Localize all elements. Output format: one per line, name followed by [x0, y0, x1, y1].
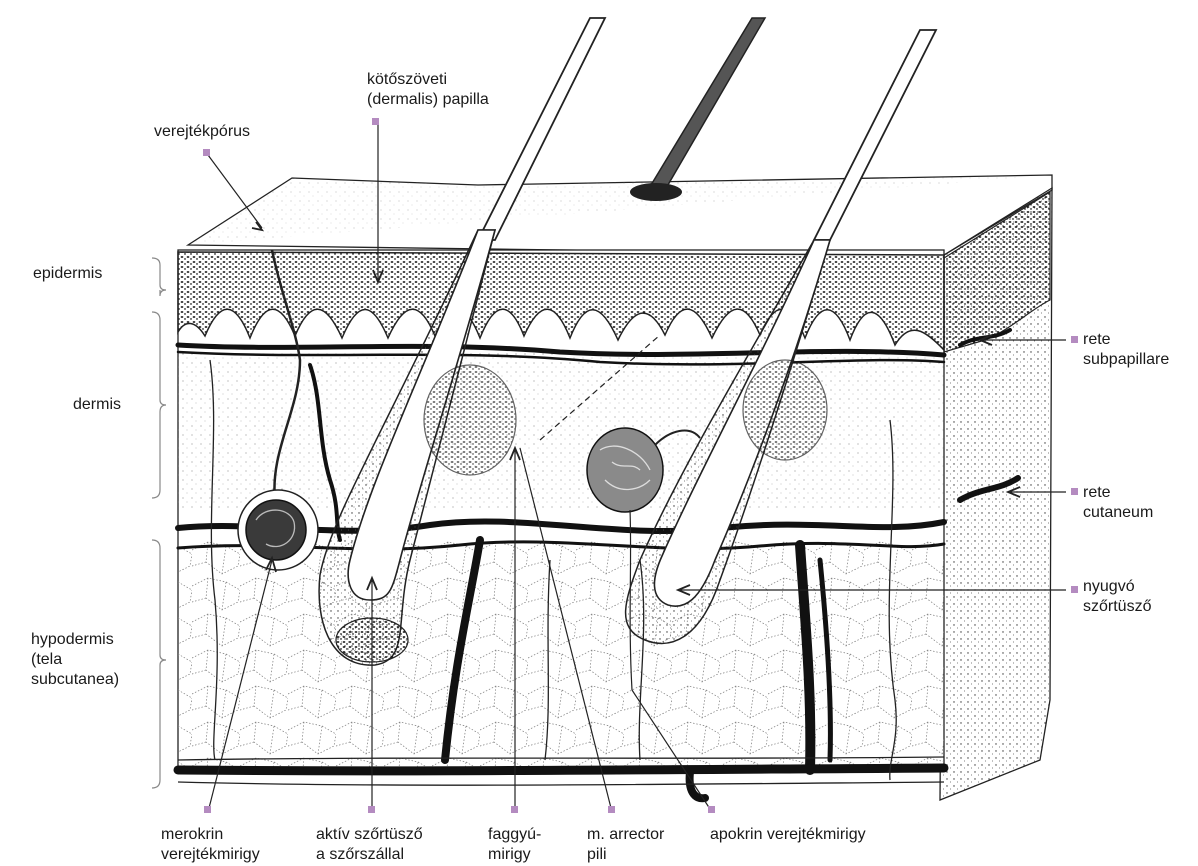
label-dermal-papilla: kötőszöveti (dermalis) papilla — [367, 70, 489, 110]
dermis-layer — [178, 350, 944, 510]
faggyu-marker — [511, 806, 518, 813]
label-apocrine-gland: apokrin verejtékmirigy — [710, 825, 866, 845]
label-dermis: dermis — [73, 395, 121, 415]
label-active-follicle: aktív szőrtüsző a szőrszállal — [316, 825, 423, 865]
label-resting-follicle: nyugvó szőrtüsző — [1083, 577, 1151, 617]
layer-brackets — [152, 258, 166, 788]
active-follicle-marker — [368, 806, 375, 813]
resting-follicle-marker — [1071, 586, 1078, 593]
papilla-marker — [372, 118, 379, 125]
rete-subpapillare-marker — [1071, 336, 1078, 343]
label-sweat-pore: verejtékpórus — [154, 122, 250, 142]
label-merocrine-gland: merokrin verejtékmirigy — [161, 825, 260, 865]
label-rete-cutaneum: rete cutaneum — [1083, 483, 1153, 523]
label-arrector-pili: m. arrector pili — [587, 825, 664, 865]
arrector-marker — [608, 806, 615, 813]
label-epidermis: epidermis — [33, 264, 102, 284]
label-rete-subpapillare: rete subpapillare — [1083, 330, 1169, 370]
pore-marker — [203, 149, 210, 156]
apokrin-marker — [708, 806, 715, 813]
rete-cutaneum-marker — [1071, 488, 1078, 495]
merokrin-marker — [204, 806, 211, 813]
label-hypodermis: hypodermis (tela subcutanea) — [31, 630, 119, 690]
label-sebaceous-gland: faggyú- mirigy — [488, 825, 541, 865]
